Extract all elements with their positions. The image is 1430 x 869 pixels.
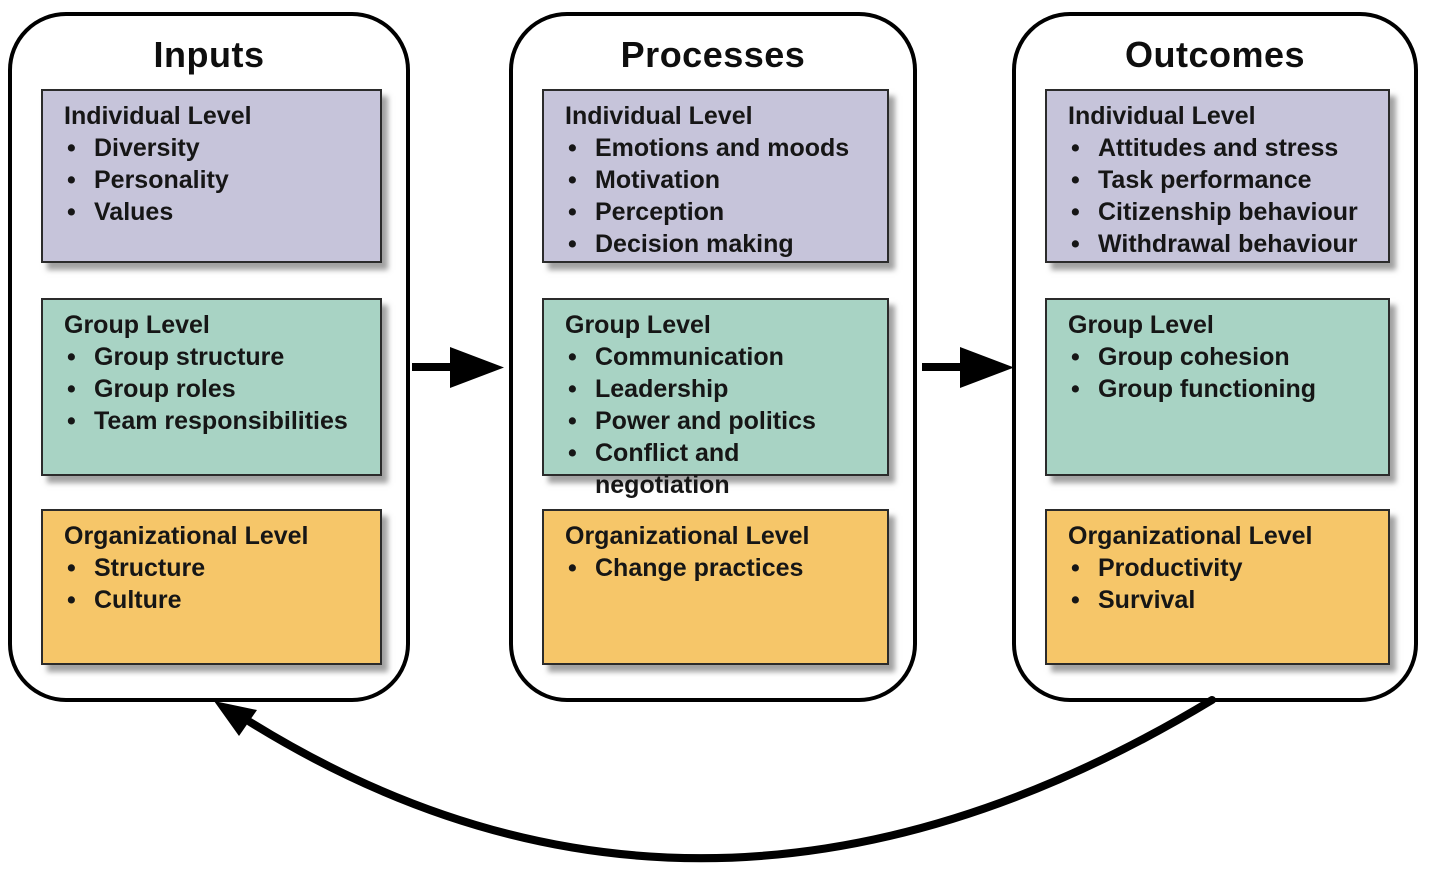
bullet-item: Leadership <box>565 373 879 405</box>
bullet-item: Communication <box>565 341 879 373</box>
bullet-item: Change practices <box>565 552 879 584</box>
bullet-list: Diversity Personality Values <box>64 132 372 228</box>
bullet-item: Personality <box>64 164 372 196</box>
bullet-item: Perception <box>565 196 879 228</box>
box-heading: Organizational Level <box>565 522 810 550</box>
bullet-list: Emotions and moods Motivation Perception… <box>565 132 879 260</box>
bullet-item: Emotions and moods <box>565 132 879 164</box>
bullet-item: Attitudes and stress <box>1068 132 1380 164</box>
bullet-list: Group structure Group roles Team respons… <box>64 341 372 437</box>
panel-processes: Processes Individual Level Emotions and … <box>509 12 917 702</box>
bullet-item: Group functioning <box>1068 373 1380 405</box>
bullet-item: Group cohesion <box>1068 341 1380 373</box>
box-heading: Organizational Level <box>64 522 309 550</box>
box-heading: Group Level <box>64 311 210 339</box>
box-heading: Organizational Level <box>1068 522 1313 550</box>
processes-group-level-box: Group Level Communication Leadership Pow… <box>542 298 889 499</box>
box-heading: Individual Level <box>1068 102 1256 130</box>
box-heading: Group Level <box>1068 311 1214 339</box>
bullet-item: Power and politics <box>565 405 879 437</box>
inputs-organizational-level-box: Organizational Level Structure Culture <box>41 509 382 665</box>
outcomes-organizational-level-box: Organizational Level Productivity Surviv… <box>1045 509 1390 665</box>
bullet-list: Group cohesion Group functioning <box>1068 341 1380 405</box>
bullet-item: Group roles <box>64 373 372 405</box>
bullet-item: Productivity <box>1068 552 1380 584</box>
outcomes-group-level-box: Group Level Group cohesion Group functio… <box>1045 298 1390 476</box>
bullet-list: Communication Leadership Power and polit… <box>565 341 879 501</box>
bullet-item: Task performance <box>1068 164 1380 196</box>
panel-inputs: Inputs Individual Level Diversity Person… <box>8 12 410 702</box>
bullet-item: Team responsibilities <box>64 405 372 437</box>
arrow-processes-to-outcomes <box>922 347 1014 388</box>
feedback-arrow-outcomes-to-inputs <box>214 696 1216 863</box>
bullet-item: Citizenship behaviour <box>1068 196 1380 228</box>
bullet-item: Structure <box>64 552 372 584</box>
box-heading: Individual Level <box>64 102 252 130</box>
panel-outcomes: Outcomes Individual Level Attitudes and … <box>1012 12 1418 702</box>
inputs-individual-level-box: Individual Level Diversity Personality V… <box>41 89 382 263</box>
bullet-list: Productivity Survival <box>1068 552 1380 616</box>
bullet-item: Diversity <box>64 132 372 164</box>
bullet-item: Motivation <box>565 164 879 196</box>
bullet-item: Values <box>64 196 372 228</box>
bullet-list: Change practices <box>565 552 879 584</box>
processes-organizational-level-box: Organizational Level Change practices <box>542 509 889 665</box>
outcomes-individual-level-box: Individual Level Attitudes and stress Ta… <box>1045 89 1390 263</box>
box-heading: Group Level <box>565 311 711 339</box>
bullet-item: Conflict and negotiation <box>565 437 879 501</box>
arrow-inputs-to-processes <box>412 347 504 388</box>
panel-title: Inputs <box>153 34 265 75</box>
bullet-item: Culture <box>64 584 372 616</box>
bullet-list: Attitudes and stress Task performance Ci… <box>1068 132 1380 260</box>
processes-individual-level-box: Individual Level Emotions and moods Moti… <box>542 89 889 263</box>
bullet-item: Survival <box>1068 584 1380 616</box>
bullet-list: Structure Culture <box>64 552 372 616</box>
box-heading: Individual Level <box>565 102 753 130</box>
bullet-item: Withdrawal behaviour <box>1068 228 1380 260</box>
bullet-item: Decision making <box>565 228 879 260</box>
panel-title: Outcomes <box>1124 34 1306 75</box>
inputs-group-level-box: Group Level Group structure Group roles … <box>41 298 382 476</box>
panel-title: Processes <box>620 34 806 75</box>
bullet-item: Group structure <box>64 341 372 373</box>
